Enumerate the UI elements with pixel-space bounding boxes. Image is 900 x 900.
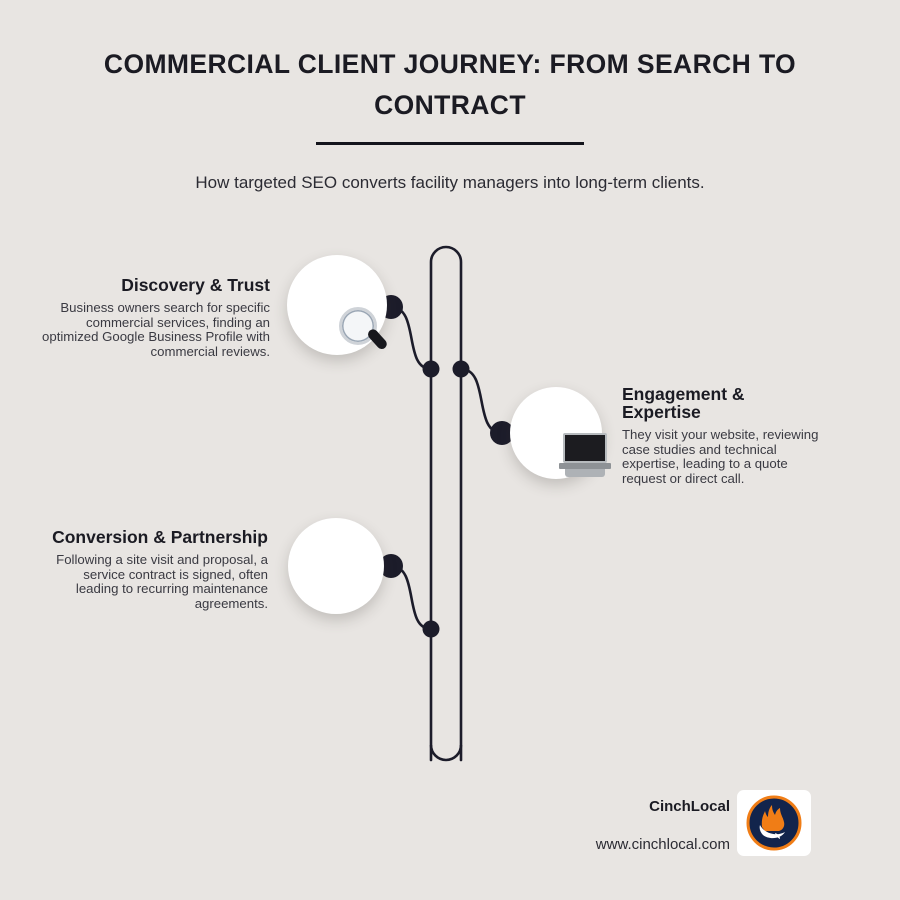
brand-logo-tile bbox=[737, 790, 811, 856]
spine-bottom-cap bbox=[429, 744, 463, 762]
node-conversion-rail bbox=[422, 620, 440, 638]
step-icon-bubble-conversion bbox=[288, 518, 384, 614]
step-heading-conversion: Conversion & Partnership bbox=[52, 527, 268, 547]
step-heading-engagement: Engagement & Expertise bbox=[622, 384, 745, 422]
step-body-engagement: They visit your website, reviewing case … bbox=[622, 427, 819, 486]
page-subtitle: How targeted SEO converts facility manag… bbox=[195, 173, 705, 192]
node-engagement-rail bbox=[452, 360, 470, 378]
step-body-discovery: Business owners search for specific comm… bbox=[42, 300, 270, 359]
page-title: COMMERCIAL CLIENT JOURNEY: FROM SEARCH T… bbox=[103, 49, 797, 120]
step-icon-bubble-engagement bbox=[510, 387, 611, 479]
node-discovery-rail bbox=[422, 360, 440, 378]
brand-url[interactable]: www.cinchlocal.com bbox=[595, 836, 730, 853]
step-body-conversion: Following a site visit and proposal, a s… bbox=[56, 552, 268, 611]
branch-conversion bbox=[389, 564, 433, 631]
branch-engagement bbox=[459, 367, 504, 435]
spine-track bbox=[429, 245, 463, 762]
step-block-discovery: Discovery & Trust Business owners search… bbox=[40, 276, 270, 359]
step-block-engagement: Engagement & Expertise They visit your w… bbox=[622, 385, 827, 486]
step-heading-discovery: Discovery & Trust bbox=[121, 275, 270, 295]
header: COMMERCIAL CLIENT JOURNEY: FROM SEARCH T… bbox=[80, 44, 820, 195]
cinchlocal-flame-logo bbox=[746, 795, 802, 851]
brand-name: CinchLocal bbox=[649, 798, 730, 815]
step-icon-bubble-discovery bbox=[287, 255, 389, 355]
footer-brand: CinchLocal www.cinchlocal.com bbox=[540, 798, 730, 854]
step-block-conversion: Conversion & Partnership Following a sit… bbox=[40, 528, 268, 611]
branch-discovery bbox=[389, 305, 433, 371]
title-divider bbox=[316, 142, 584, 145]
